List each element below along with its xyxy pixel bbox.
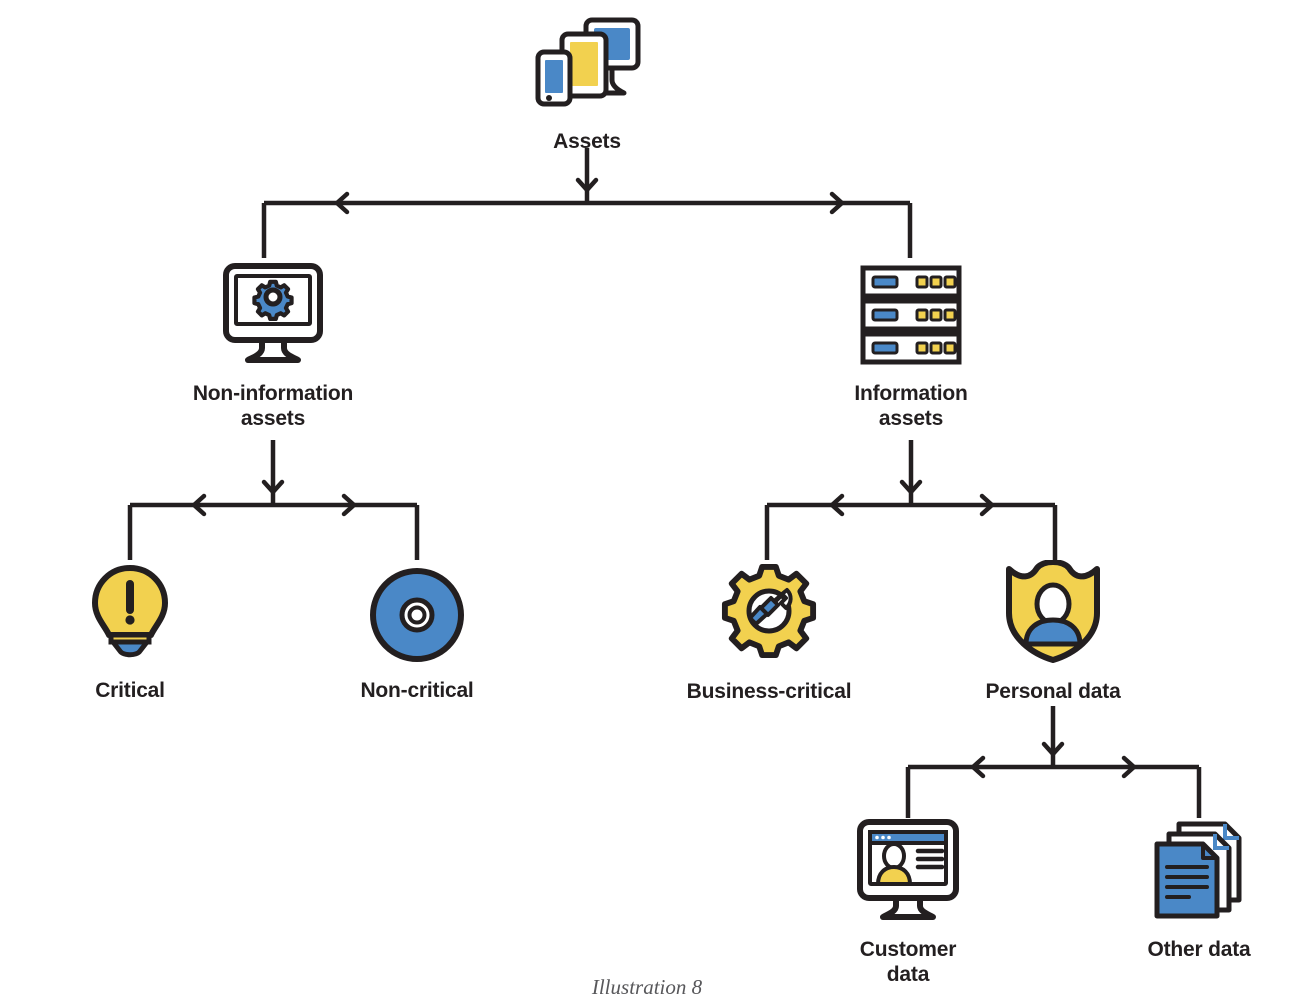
node-critical[interactable]: Critical <box>50 563 210 703</box>
gear-wrench-icon <box>714 560 824 669</box>
edge-personal-to-children <box>905 706 1202 818</box>
node-label-non-information-assets: Non-information assets <box>192 382 354 430</box>
node-label-other-data: Other data <box>1147 938 1251 961</box>
node-business-critical[interactable]: Business-critical <box>663 560 875 704</box>
edge-info-to-children <box>764 440 1058 560</box>
shield-person-icon <box>1001 559 1105 669</box>
node-non-critical[interactable]: Non-critical <box>332 563 502 703</box>
lightbulb-alert-icon <box>85 563 175 668</box>
node-label-assets: Assets <box>553 130 621 153</box>
node-assets[interactable]: Assets <box>487 14 687 154</box>
node-non-information-assets[interactable]: Non-information assets <box>153 262 393 431</box>
monitor-gear-icon <box>218 262 328 371</box>
node-label-non-critical: Non-critical <box>360 679 474 702</box>
edge-assets-to-level1 <box>261 148 913 258</box>
node-label-information-assets: Information assets <box>854 382 968 430</box>
node-information-assets[interactable]: Information assets <box>791 262 1031 431</box>
node-label-customer-data: Customer data <box>859 938 957 986</box>
documents-stack-icon <box>1149 818 1249 927</box>
devices-icon <box>532 14 642 119</box>
node-label-personal-data: Personal data <box>985 680 1121 703</box>
node-label-business-critical: Business-critical <box>686 680 852 703</box>
edge-noninfo-to-children <box>127 440 420 560</box>
node-customer-data[interactable]: Customer data <box>818 818 998 987</box>
disc-icon <box>369 563 465 668</box>
monitor-profile-icon <box>852 818 964 927</box>
node-other-data[interactable]: Other data <box>1114 818 1284 962</box>
server-rack-icon <box>859 262 963 371</box>
illustration-caption: Illustration 8 <box>591 975 703 999</box>
node-personal-data[interactable]: Personal data <box>963 559 1143 704</box>
node-label-critical: Critical <box>95 679 165 702</box>
